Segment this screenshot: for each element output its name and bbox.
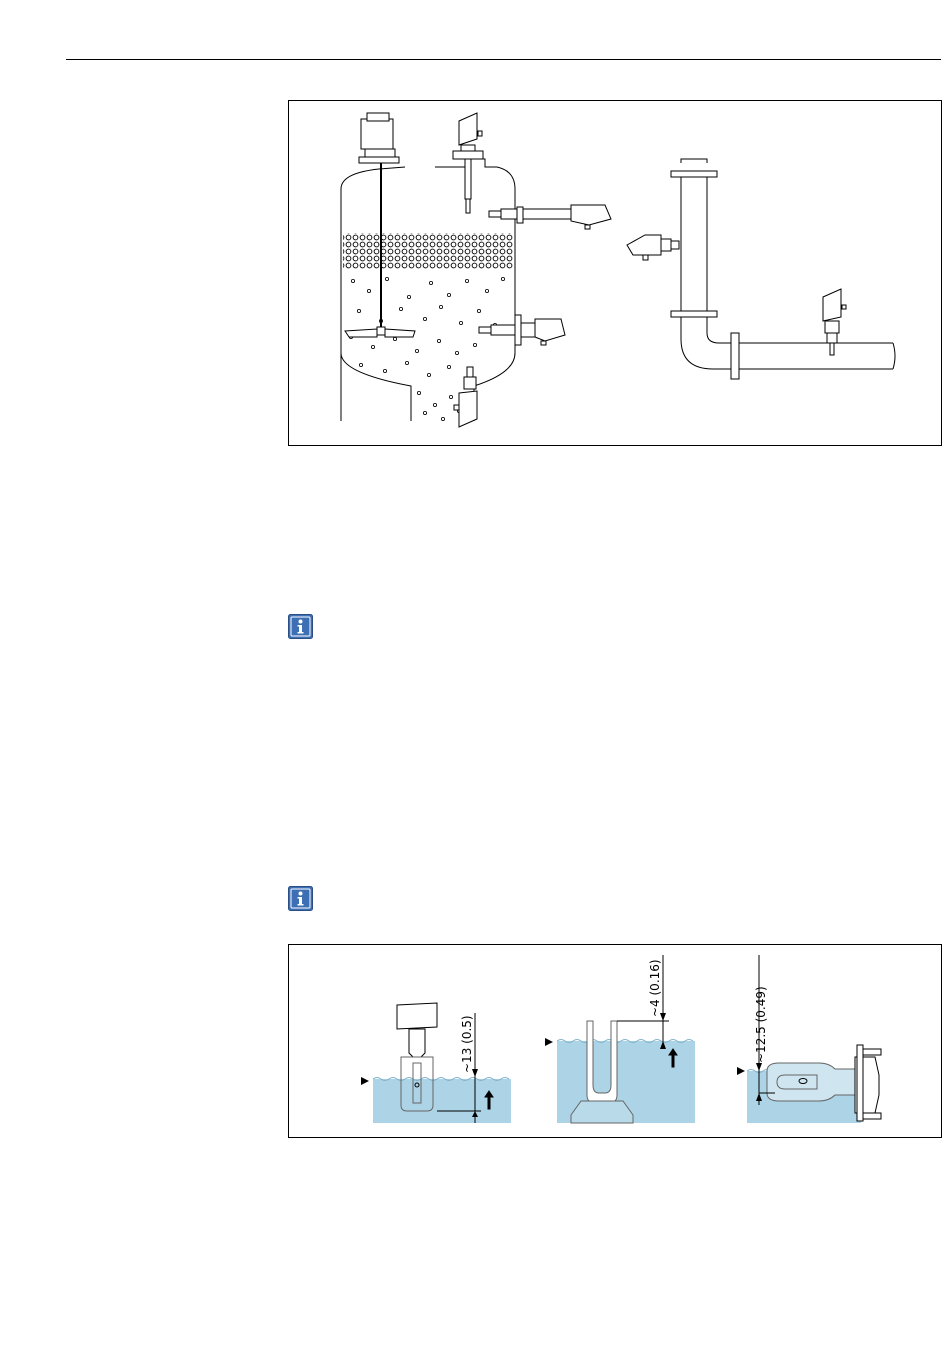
panel-short-fork: ~4 (0.16) xyxy=(545,955,695,1123)
header-rule xyxy=(66,59,941,60)
dim-side-fork-label: ~12.5 (0.49) xyxy=(754,986,768,1063)
panel-paddle-fork: ~13 (0.5) xyxy=(361,1003,511,1123)
switch-marker xyxy=(545,1038,553,1046)
top-level-switch xyxy=(453,113,483,213)
pipe-side-switch xyxy=(627,235,679,260)
dim-paddle-fork-label: ~13 (0.5) xyxy=(460,1015,474,1073)
info-icon xyxy=(288,886,313,911)
dim-short-fork-label: ~4 (0.16) xyxy=(648,959,662,1017)
switch-marker xyxy=(737,1067,745,1075)
installation-examples-figure xyxy=(288,100,942,446)
switch-marker xyxy=(361,1077,369,1085)
panel-side-fork: ~12.5 (0.49) xyxy=(737,955,881,1123)
foam-layer xyxy=(343,233,513,269)
info-icon xyxy=(288,614,313,639)
vertical-pipe xyxy=(671,159,895,379)
switch-point-drawing: ~13 (0.5) ~4 (0.16) xyxy=(289,945,943,1139)
vessel xyxy=(341,151,515,421)
bubbles xyxy=(349,277,504,420)
agitator xyxy=(345,113,415,337)
switch-point-figure: ~13 (0.5) ~4 (0.16) xyxy=(288,944,942,1138)
side-long-switch xyxy=(489,205,611,229)
installation-drawing xyxy=(289,101,943,447)
side-lower-switch xyxy=(479,315,565,345)
pipe-top-switch xyxy=(823,289,846,355)
bottom-switch xyxy=(454,367,477,427)
